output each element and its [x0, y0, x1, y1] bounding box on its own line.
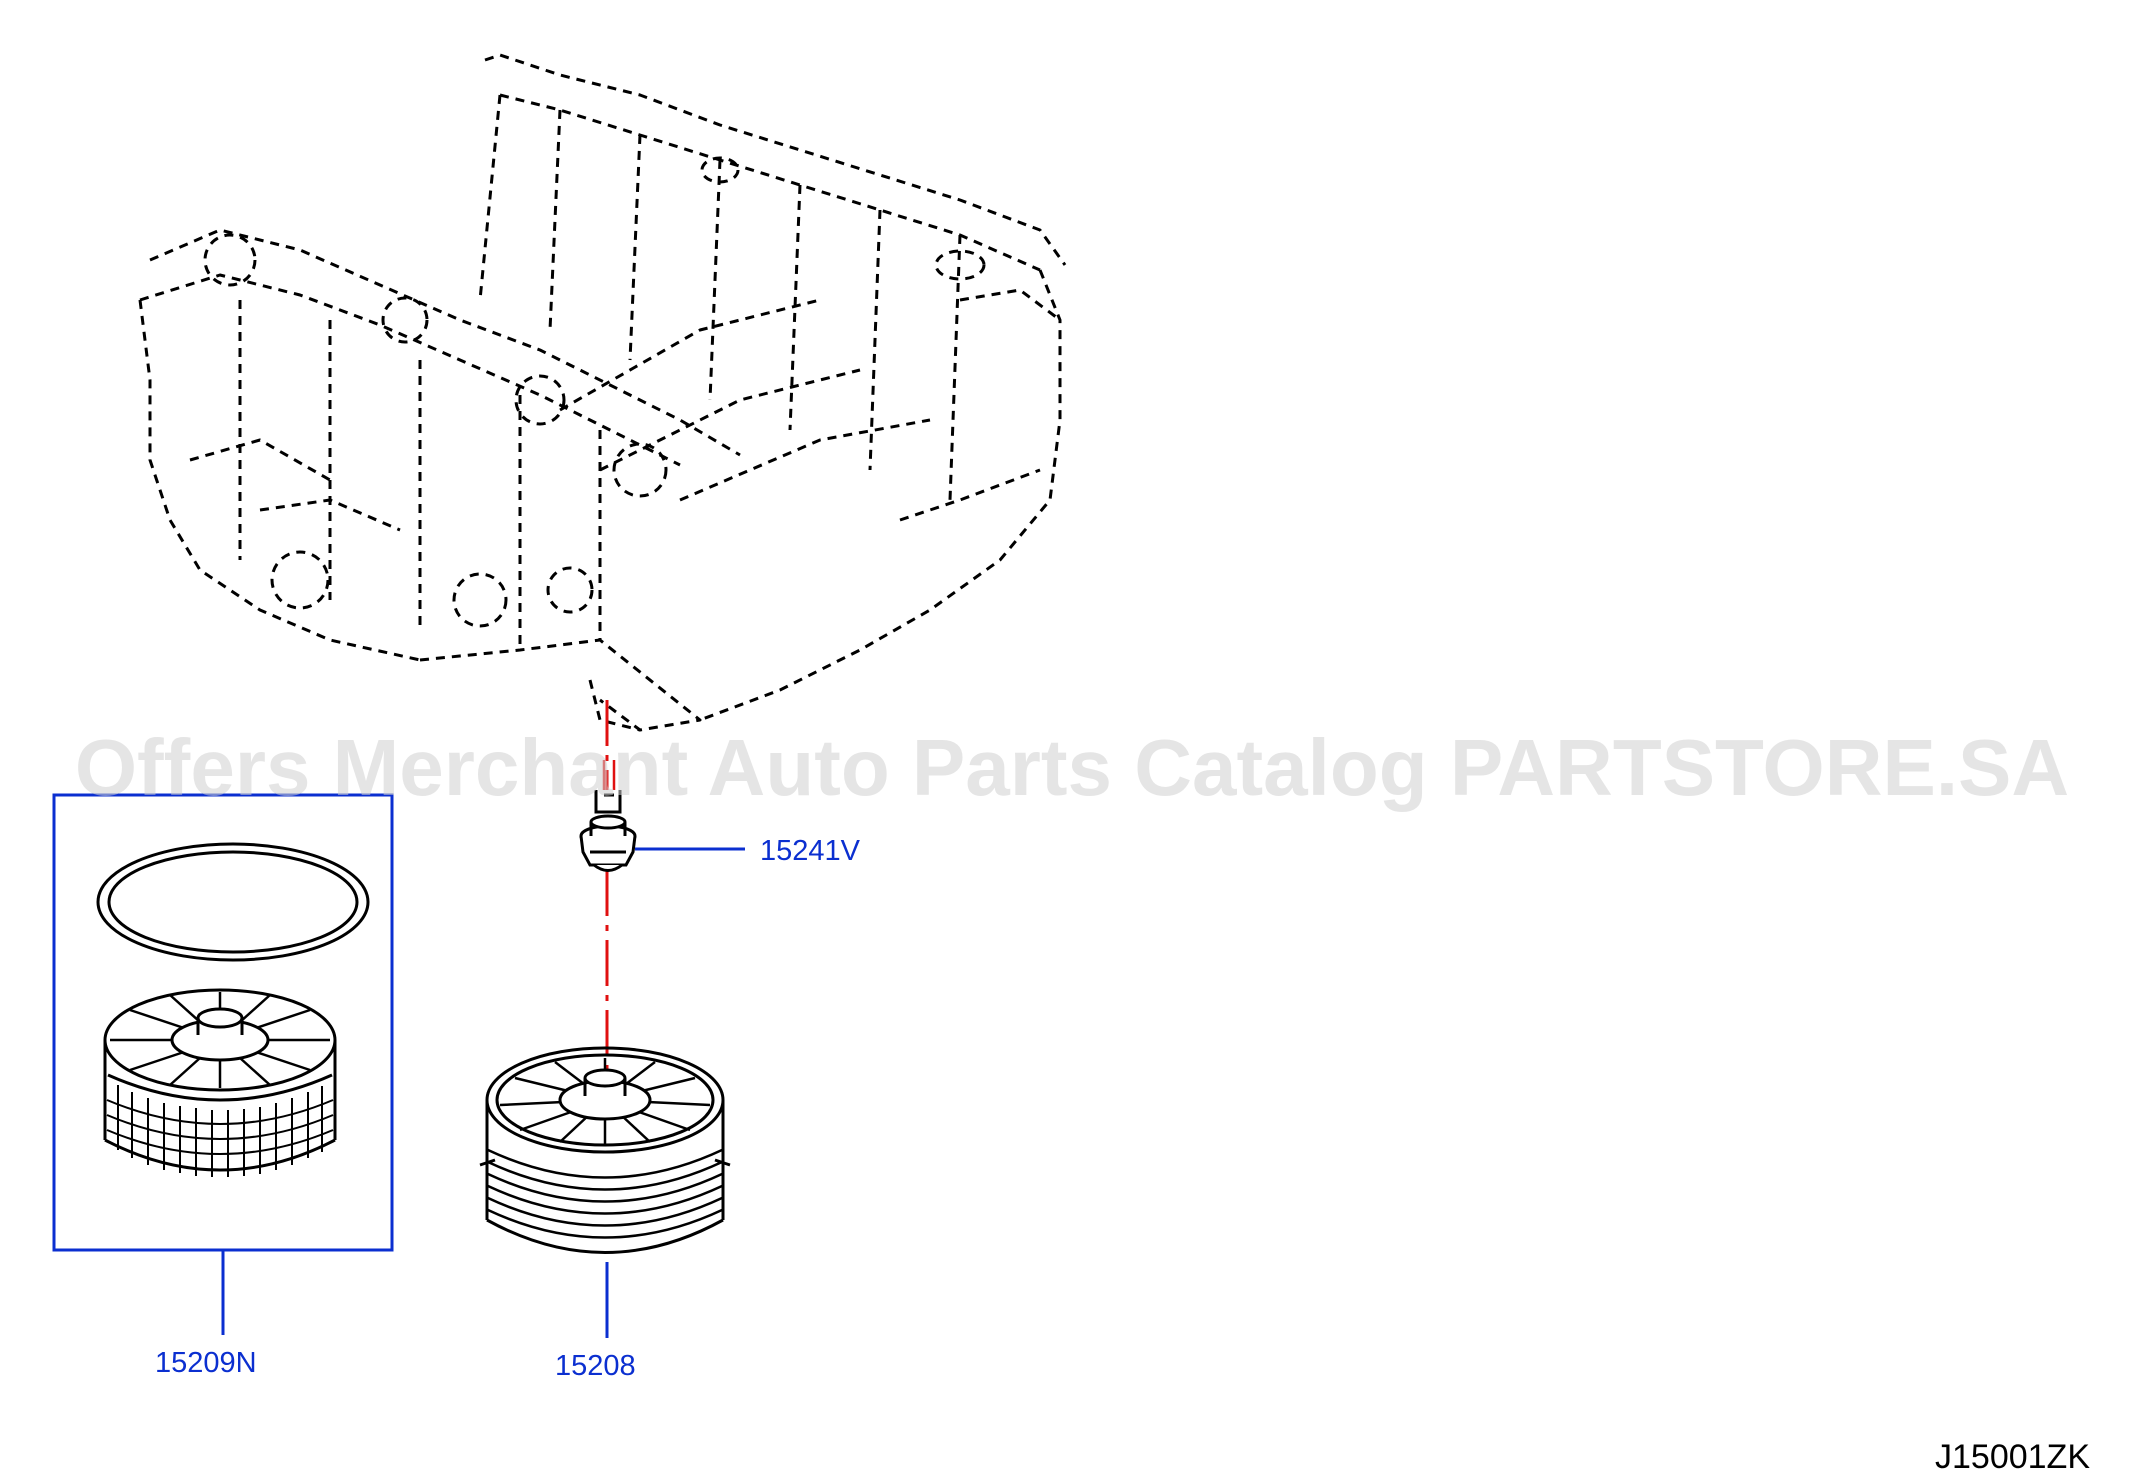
filter-element-kit-icon: [103, 988, 337, 1177]
diagram-reference-code: J15001ZK: [1935, 1438, 2090, 1476]
connector-bolt-icon: [579, 760, 637, 872]
o-ring-icon: [96, 842, 370, 962]
callout-15209n[interactable]: 15209N: [155, 1347, 257, 1379]
callout-15241v[interactable]: 15241V: [760, 835, 861, 867]
watermark-text: Offers Merchant Auto Parts Catalog PARTS…: [75, 723, 2069, 812]
callout-15208[interactable]: 15208: [555, 1350, 636, 1382]
oil-filter-icon: [479, 1046, 731, 1254]
engine-block-drawing: [138, 53, 1067, 732]
callout-leaders: [221, 847, 745, 1338]
